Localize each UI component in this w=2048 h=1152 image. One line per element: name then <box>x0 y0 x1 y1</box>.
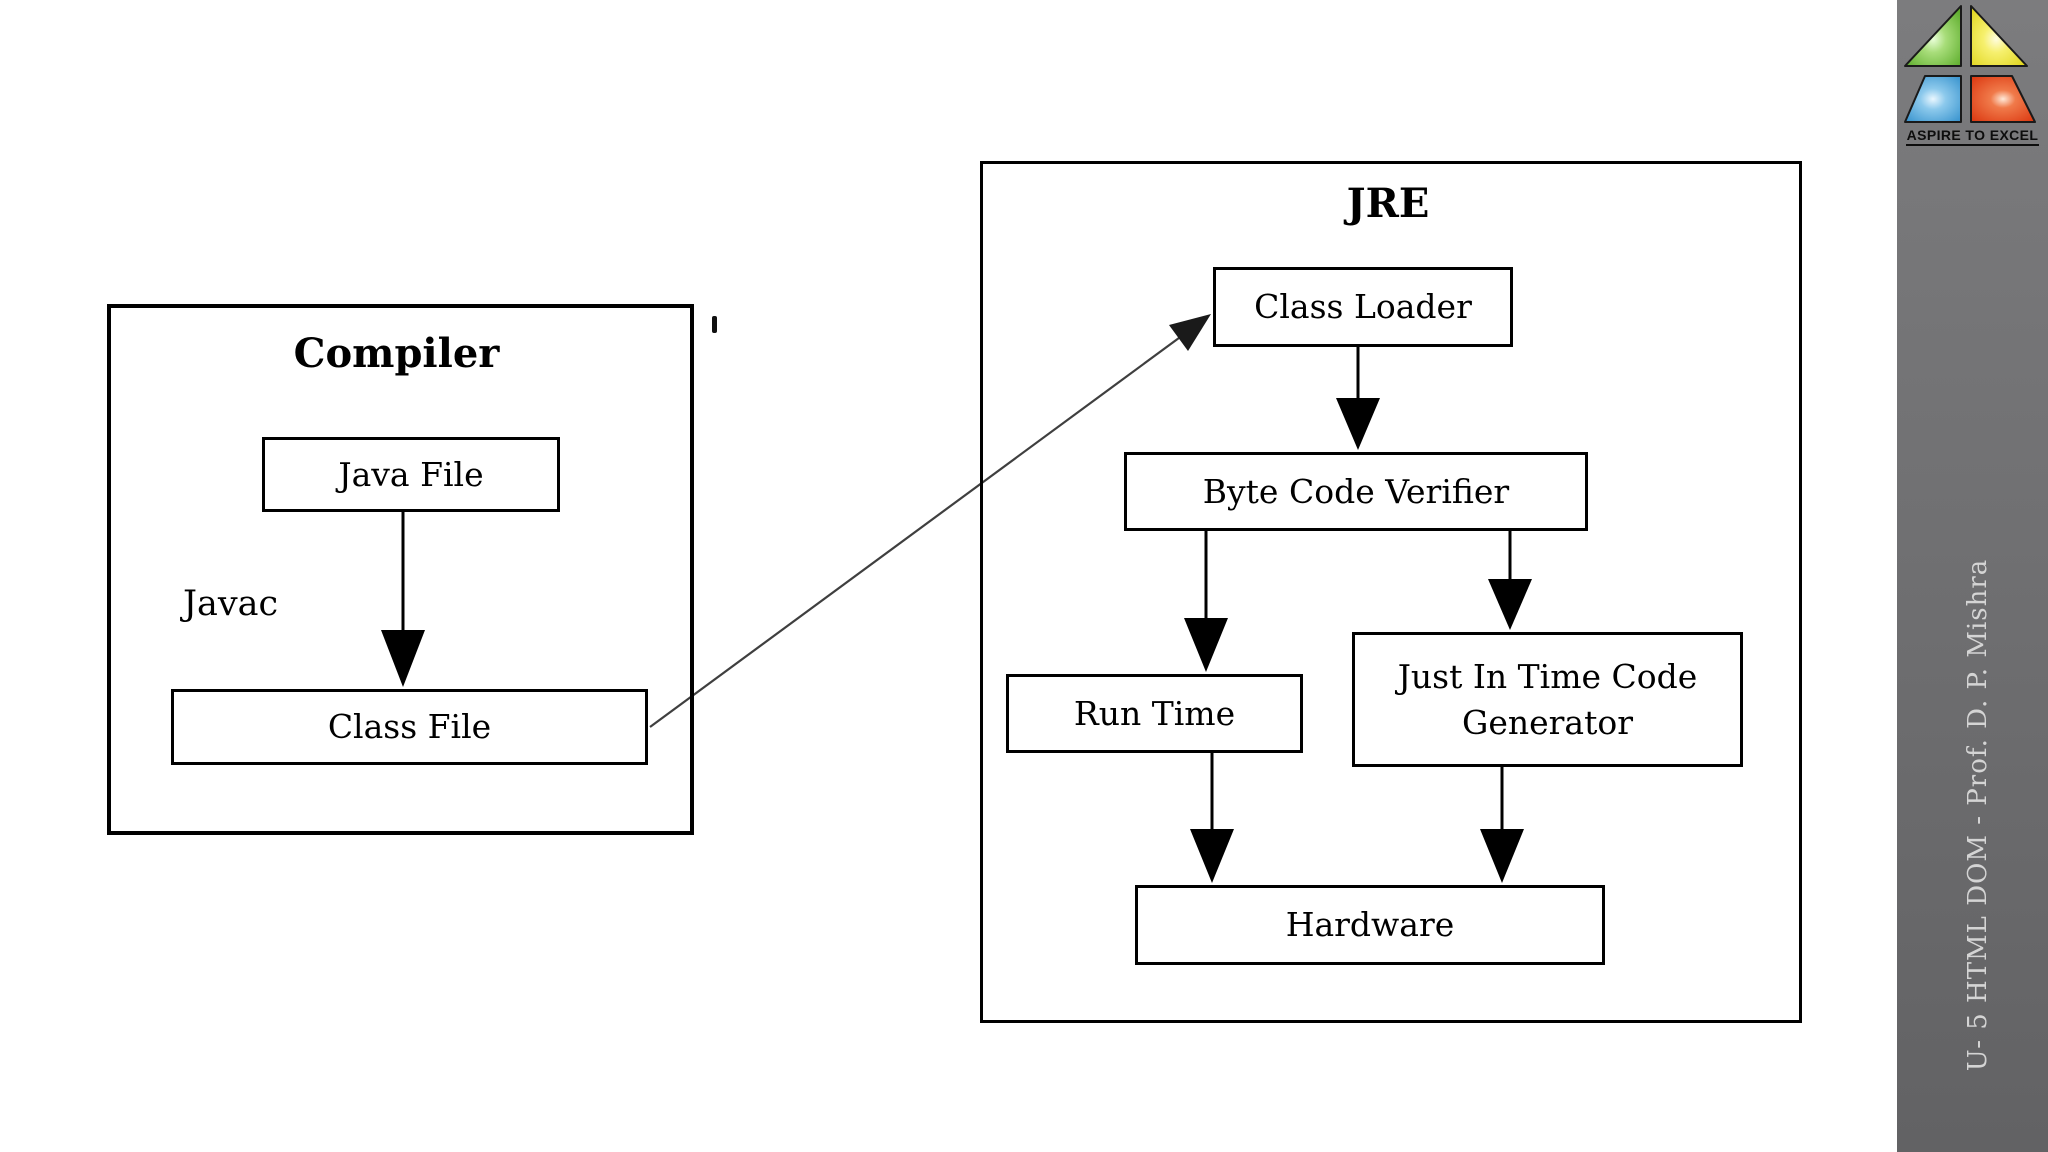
jre-title: JRE <box>1346 180 1430 227</box>
logo-caption: ASPIRE TO EXCEL <box>1905 127 2040 146</box>
compiler-group-box <box>107 304 694 835</box>
arrow-javafile-to-classfile <box>381 512 425 687</box>
arrow-jit-to-hardware <box>1480 767 1524 883</box>
jre-group-box <box>980 161 1802 1023</box>
arrow-verifier-to-jit <box>1488 531 1532 630</box>
compiler-title: Compiler <box>293 330 500 377</box>
arrow-classfile-to-classloader <box>649 314 1211 728</box>
class-file-node: Class File <box>171 689 648 765</box>
jit-code-generator-node: Just In Time Code Generator <box>1352 632 1743 767</box>
run-time-node: Run Time <box>1006 674 1303 753</box>
byte-code-verifier-node: Byte Code Verifier <box>1124 452 1588 531</box>
arrow-verifier-to-runtime <box>1184 531 1228 672</box>
arrow-runtime-to-hardware <box>1190 753 1234 883</box>
hardware-node: Hardware <box>1135 885 1605 965</box>
class-loader-node: Class Loader <box>1213 267 1513 347</box>
arrow-classloader-to-verifier <box>1336 347 1380 450</box>
javac-edge-label: Javac <box>183 584 279 624</box>
java-file-node: Java File <box>262 437 560 512</box>
vertical-credit-text: U- 5 HTML DOM - Prof. D. P. Mishra <box>1963 558 1993 1072</box>
stray-quote-mark <box>712 316 717 333</box>
aspire-logo-icon <box>1904 5 2036 123</box>
sidebar: ASPIRE TO EXCEL <box>1897 0 2048 1152</box>
